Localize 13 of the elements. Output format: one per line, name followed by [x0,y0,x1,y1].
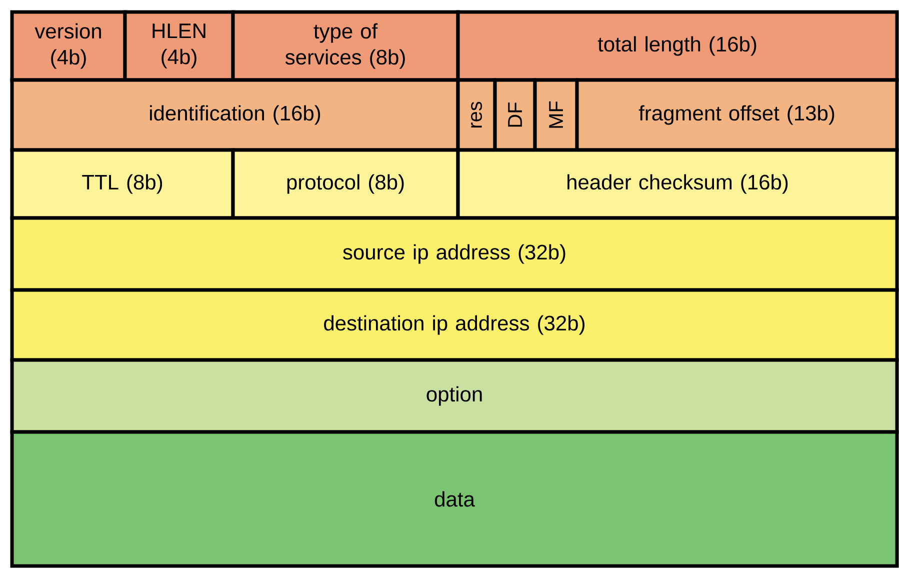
field-cell: res [456,78,497,152]
field-cell: data [10,430,899,568]
field-cell: version (4b) [10,10,127,82]
field-cell: protocol (8b) [231,148,460,220]
field-cell: HLEN (4b) [123,10,235,82]
field-cell: source ip address (32b) [10,216,899,292]
field-cell: MF [533,78,579,152]
field-cell: TTL (8b) [10,148,235,220]
field-cell: DF [493,78,537,152]
field-cell: header checksum (16b) [456,148,899,220]
field-cell: destination ip address (32b) [10,288,899,362]
field-cell: option [10,358,899,434]
field-cell: total length (16b) [456,10,899,82]
